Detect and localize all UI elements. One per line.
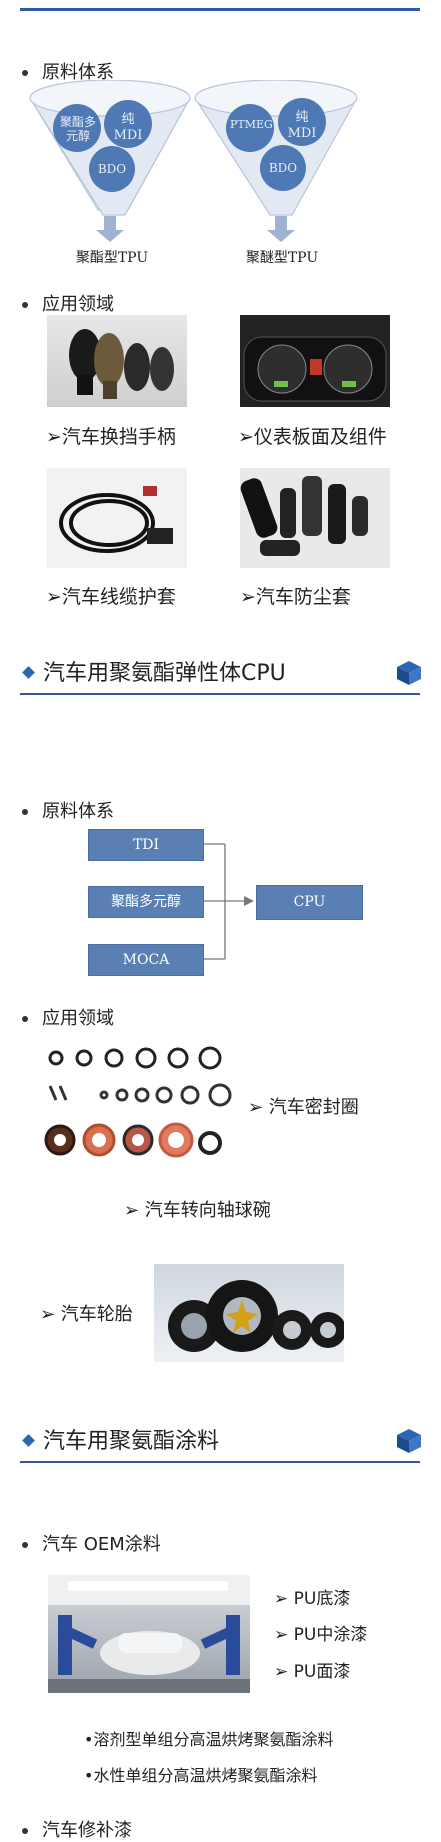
- coat-primer: ➢ PU底漆: [274, 1589, 351, 1609]
- circle-bdo-right: [260, 145, 306, 191]
- diamond-bullet-icon: [22, 1434, 35, 1447]
- refinish-heading: 汽车修补漆: [22, 1816, 132, 1842]
- application-heading-cpu: 应用领域: [22, 1004, 114, 1030]
- raw-material-heading: 原料体系: [22, 58, 114, 84]
- section-title-coating: 汽车用聚氨酯涂料: [20, 1423, 219, 1455]
- coating-type-water: •水性单组分高温烘烤聚氨酯涂料: [84, 1766, 318, 1785]
- label-pure-mdi-right: 纯MDI: [287, 110, 317, 141]
- bullet-dot: [22, 302, 28, 308]
- section-title-cpu: 汽车用聚氨酯弹性体CPU: [20, 655, 286, 687]
- cube-logo-icon: [397, 1429, 421, 1453]
- arrow-down-icon: [267, 230, 295, 242]
- circle-pure-mdi-right: [278, 98, 326, 146]
- input-box-tdi: TDI: [88, 829, 204, 861]
- bullet-dot: [22, 1542, 28, 1548]
- app-caption-instrument-panel: ➢仪表板面及组件: [238, 426, 387, 448]
- application-heading: 应用领域: [22, 290, 114, 316]
- funnel-left: [29, 80, 191, 242]
- label-pure-mdi-left: 纯MDI: [113, 112, 143, 143]
- label-polyester-polyol: 聚酯多元醇: [59, 115, 96, 143]
- bullet-dot: [22, 809, 28, 815]
- photo-dust-boot: [240, 468, 390, 568]
- app-caption-seal-ring: ➢ 汽车密封圈: [248, 1097, 359, 1118]
- oem-coating-heading: 汽车 OEM涂料: [22, 1530, 161, 1556]
- coat-topcoat: ➢ PU面漆: [274, 1662, 351, 1682]
- label-bdo-left: BDO: [97, 162, 127, 176]
- label-polyether-tpu: 聚醚型TPU: [245, 250, 319, 266]
- bullet-dot: [22, 1828, 28, 1834]
- app-caption-dust-boot: ➢汽车防尘套: [240, 586, 351, 608]
- coat-midcoat: ➢ PU中涂漆: [274, 1625, 368, 1645]
- input-box-polyester-polyol: 聚酯多元醇: [88, 886, 204, 918]
- tpu-funnel-diagram: [29, 80, 358, 242]
- diamond-bullet-icon: [22, 666, 35, 679]
- photo-cable-sheath: [47, 468, 187, 568]
- label-ptmeg: PTMEG: [230, 118, 273, 131]
- arrow-down-icon: [96, 230, 124, 242]
- output-box-cpu: CPU: [256, 885, 363, 920]
- top-rule: [20, 8, 420, 11]
- label-polyester-tpu: 聚酯型TPU: [75, 250, 149, 266]
- raw-material-heading-cpu: 原料体系: [22, 797, 114, 823]
- coating-type-solvent: •溶剂型单组分高温烘烤聚氨酯涂料: [84, 1730, 334, 1749]
- bullet-dot: [22, 1016, 28, 1022]
- app-caption-cable-sheath: ➢汽车线缆护套: [46, 586, 176, 608]
- label-bdo-right: BDO: [268, 161, 298, 175]
- bullet-dot: [22, 70, 28, 76]
- arrow-right-icon: [244, 896, 254, 906]
- circle-ptmeg: [226, 104, 274, 152]
- funnel-right: [194, 80, 358, 242]
- photo-gear-knobs: [47, 315, 187, 407]
- photo-paint-shop: [48, 1575, 250, 1693]
- cpu-flow-lines: [203, 843, 254, 960]
- cube-logo-icon: [397, 661, 421, 685]
- circle-bdo-left: [89, 146, 135, 192]
- photo-tires: [154, 1264, 344, 1362]
- photo-instrument-panel: [240, 315, 390, 407]
- app-caption-gear-knob: ➢汽车换挡手柄: [46, 426, 176, 448]
- section-rule: [20, 693, 420, 695]
- input-box-moca: MOCA: [88, 944, 204, 976]
- app-caption-tire: ➢ 汽车轮胎: [40, 1304, 133, 1325]
- circle-polyester-polyol: [53, 104, 101, 152]
- circle-pure-mdi-left: [104, 100, 152, 148]
- section-rule: [20, 1461, 420, 1463]
- app-caption-steering-ball-cup: ➢ 汽车转向轴球碗: [124, 1200, 271, 1221]
- photo-seal-rings: [44, 1046, 232, 1158]
